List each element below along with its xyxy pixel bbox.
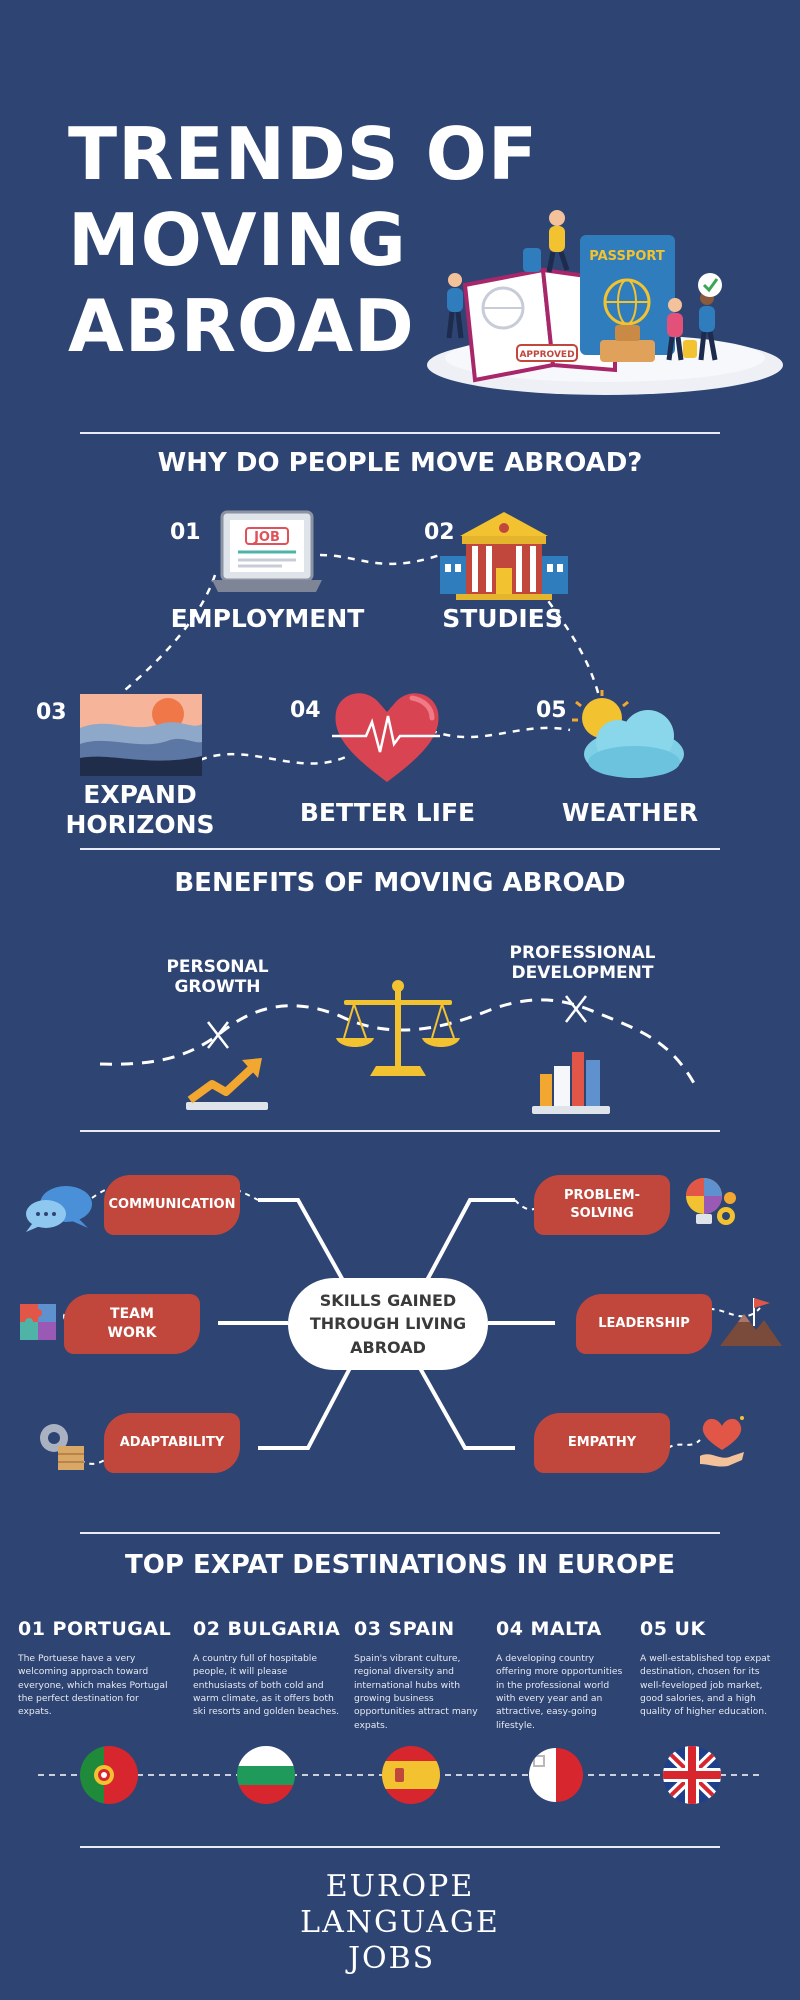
dest-desc-bulgaria: A country full of hospitable people, it …	[193, 1653, 340, 1718]
balance-scale-icon	[336, 980, 460, 1076]
mountain-flag-icon	[720, 1298, 782, 1346]
benefit-personal-line2: GROWTH	[174, 976, 261, 997]
dest-desc-spain: Spain's vibrant culture, regional divers…	[354, 1653, 478, 1731]
heart-hand-icon	[700, 1416, 744, 1467]
reason-label-weather: WEATHER	[561, 798, 699, 827]
skill-problem-line2: SOLVING	[570, 1206, 634, 1221]
skills-center-line1: SKILLS GAINED	[319, 1291, 457, 1311]
skills-center-oval: SKILLS GAINED THROUGH LIVING ABROAD	[288, 1278, 488, 1370]
skill-team-work: TEAM WORK	[64, 1294, 200, 1354]
reason-num-5: 05	[536, 698, 567, 723]
reason-label-expand-line2: HORIZONS	[65, 810, 215, 839]
dest-name-bulgaria: 02 BULGARIA	[193, 1618, 341, 1640]
reason-label-employment: EMPLOYMENT	[170, 604, 365, 633]
benefit-personal-growth: PERSONAL GROWTH	[150, 957, 285, 997]
portugal-flag-icon	[80, 1746, 138, 1804]
skill-leadership: LEADERSHIP	[576, 1294, 712, 1354]
reason-label-studies: STUDIES	[442, 604, 563, 633]
skill-problem-line1: PROBLEM-	[564, 1188, 640, 1204]
passport-icon: PASSPORT	[580, 235, 675, 355]
passport-label: PASSPORT	[589, 249, 665, 264]
flags-row	[38, 1746, 762, 1804]
weather-sun-cloud-icon	[572, 690, 684, 778]
reason-label-expand: EXPAND HORIZONS	[55, 780, 225, 840]
skill-communication: COMMUNICATION	[104, 1175, 240, 1235]
gear-box-icon	[40, 1424, 84, 1470]
travelers-icon	[446, 210, 722, 361]
malta-flag-icon	[529, 1748, 583, 1802]
reason-num-3: 03	[36, 700, 67, 725]
dest-name-spain: 03 SPAIN	[354, 1618, 455, 1640]
skills-center-line3: ABROAD	[350, 1337, 426, 1357]
title-line-2: MOVING	[68, 198, 407, 282]
section-title-destinations: TOP EXPAT DESTINATIONS IN EUROPE	[125, 1550, 675, 1580]
reason-num-4: 04	[290, 698, 321, 723]
logo-line-1: EUROPE	[325, 1869, 475, 1904]
divider-1	[80, 432, 720, 434]
dest-name-portugal: 01 PORTUGAL	[18, 1618, 172, 1640]
skill-team-line1: TEAM	[110, 1306, 154, 1323]
reason-label-better-life: BETTER LIFE	[299, 798, 476, 827]
bulgaria-flag-icon	[237, 1746, 295, 1804]
dest-desc-uk: A well-established top expat destination…	[640, 1653, 771, 1718]
dest-desc-portugal: The Portuese have a very welcoming appro…	[18, 1653, 168, 1718]
job-sign-text: JOB	[253, 530, 280, 545]
reason-num-2: 02	[424, 520, 455, 545]
horizon-landscape-icon	[80, 694, 202, 776]
laptop-job-icon: JOB	[212, 510, 322, 592]
professional-bar-chart-icon	[532, 1052, 610, 1114]
section-title-benefits: BENEFITS OF MOVING ABROAD	[174, 868, 626, 898]
skill-team-line2: WORK	[107, 1325, 157, 1341]
divider-3	[80, 1130, 720, 1132]
travel-illustration: APPROVED PASSPORT	[427, 210, 783, 395]
logo-line-2: LANGUAGE	[300, 1905, 500, 1940]
spain-flag-icon	[382, 1746, 440, 1804]
title-line-1: TRENDS OF	[68, 112, 539, 196]
reason-label-expand-line1: EXPAND	[83, 780, 197, 809]
growth-chart-arrow-icon	[186, 1058, 268, 1110]
divider-2	[80, 848, 720, 850]
speech-bubbles-icon	[26, 1186, 92, 1232]
heart-heartbeat-icon	[332, 693, 440, 782]
section-title-why: WHY DO PEOPLE MOVE ABROAD?	[157, 448, 643, 478]
benefit-professional-line1: PROFESSIONAL	[509, 943, 656, 963]
dest-name-malta: 04 MALTA	[496, 1618, 602, 1640]
benefit-personal-line1: PERSONAL	[166, 957, 269, 977]
logo-line-3: JOBS	[348, 1941, 436, 1976]
dest-desc-malta: A developing country offering more oppor…	[496, 1653, 623, 1731]
title-line-3: ABROAD	[68, 284, 415, 368]
divider-5	[80, 1846, 720, 1848]
skill-empathy: EMPATHY	[534, 1413, 670, 1473]
puzzle-pieces-icon	[20, 1304, 56, 1340]
skill-adaptability: ADAPTABILITY	[104, 1413, 240, 1473]
dest-name-uk: 05 UK	[640, 1618, 706, 1640]
university-building-icon	[440, 512, 568, 600]
divider-4	[80, 1532, 720, 1534]
skills-center-line2: THROUGH LIVING	[309, 1314, 467, 1334]
benefit-professional-development: PROFESSIONAL DEVELOPMENT	[500, 943, 665, 983]
stamp-text: APPROVED	[519, 350, 574, 360]
skill-problem-solving: PROBLEM- SOLVING	[534, 1175, 670, 1235]
benefit-professional-line2: DEVELOPMENT	[511, 962, 654, 983]
reason-num-1: 01	[170, 520, 201, 545]
uk-flag-icon	[663, 1746, 721, 1804]
puzzle-lightbulb-gears-icon	[686, 1178, 736, 1225]
